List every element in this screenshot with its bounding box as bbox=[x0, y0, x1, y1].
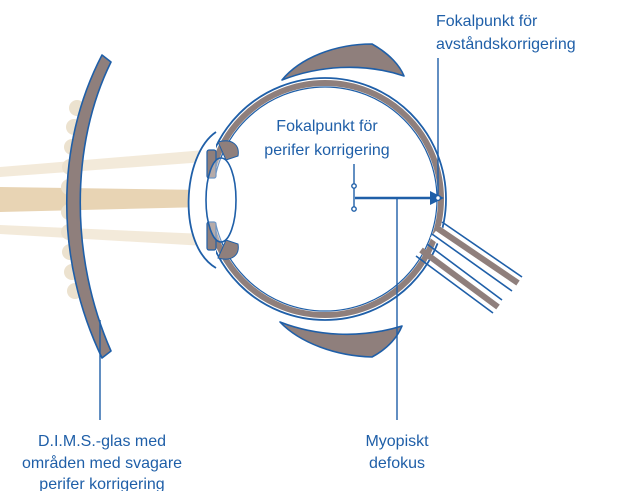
peripheral-focal-point-upper bbox=[352, 184, 356, 188]
peripheral-focal-label-line2: perifer korrigering bbox=[264, 142, 389, 159]
eye bbox=[189, 44, 522, 357]
lens-label-line2: områden med svagare bbox=[22, 454, 182, 472]
peripheral-focal-point-lower bbox=[352, 207, 356, 211]
distance-focal-label-line2: avståndskorrigering bbox=[436, 35, 576, 53]
lower-eyelid bbox=[280, 322, 402, 357]
lens-label-line1: D.I.M.S.-glas med bbox=[38, 433, 166, 450]
distance-focal-label-line1: Fokalpunkt för bbox=[436, 13, 538, 30]
distance-focal-point bbox=[436, 196, 441, 201]
crystalline-lens bbox=[206, 158, 236, 242]
upper-eyelid bbox=[282, 44, 404, 80]
peripheral-focal-label-line1: Fokalpunkt för bbox=[276, 118, 378, 135]
defocus-label-line1: Myopiskt bbox=[365, 433, 429, 450]
lens-label-line3: perifer korrigering bbox=[39, 476, 164, 491]
defocus-label-line2: defokus bbox=[369, 455, 425, 472]
